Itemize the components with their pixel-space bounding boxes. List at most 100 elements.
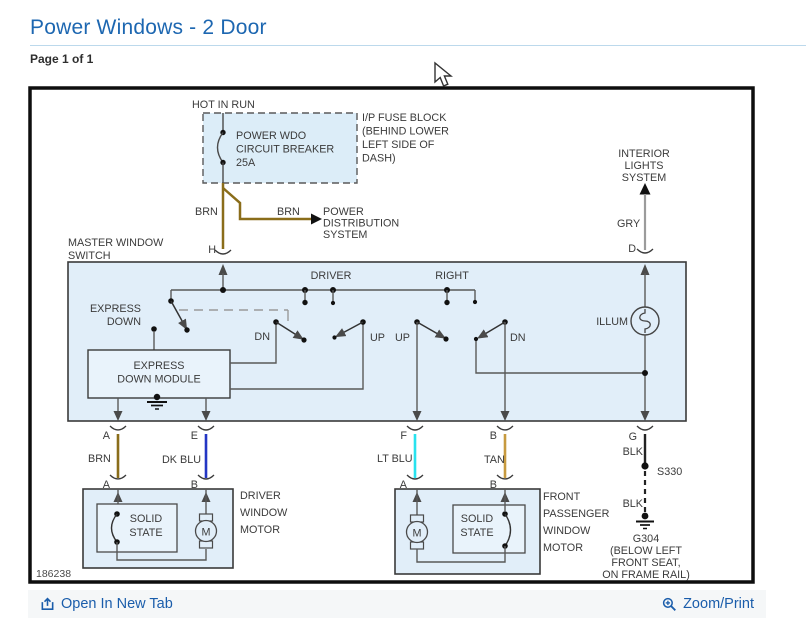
driver-motor-label: DRIVER [240, 490, 281, 502]
pin-a: A [103, 430, 111, 442]
s330-label: S330 [657, 466, 682, 478]
connector-arc-d [636, 248, 654, 254]
page-title: Power Windows - 2 Door [30, 16, 267, 39]
zoom-print-link[interactable]: Zoom/Print [662, 596, 754, 612]
brn-wire-label: BRN [195, 206, 218, 218]
pin-f: F [400, 430, 407, 442]
driver-solid-state-label: SOLID [130, 513, 163, 525]
blk-wire-label2: BLK [623, 498, 644, 510]
interior-lights-branch: INTERIOR LIGHTS SYSTEM GRY D [617, 148, 670, 255]
svg-text:DOWN: DOWN [107, 316, 141, 328]
open-in-new-tab-label: Open In New Tab [61, 596, 173, 612]
open-in-new-tab-link[interactable]: Open In New Tab [40, 596, 173, 612]
driver-up-label: UP [370, 332, 385, 344]
g304-label: G304 [633, 533, 659, 545]
svg-text:ON FRAME RAIL): ON FRAME RAIL) [602, 569, 690, 581]
splice-s330 [641, 462, 649, 470]
circuit-breaker-block: HOT IN RUN POWER WDO CIRCUIT BREAKER 25A… [192, 99, 449, 184]
breaker-symbol [216, 132, 224, 163]
driver-window-motor: SOLID STATE M DRIVER WINDOW MOTOR [82, 488, 288, 569]
svg-text:FRONT SEAT,: FRONT SEAT, [611, 557, 680, 569]
svg-text:PASSENGER: PASSENGER [543, 508, 610, 520]
lt-blu-wire-label: LT BLU [377, 453, 413, 465]
brn-wire-label2: BRN [277, 206, 300, 218]
express-down-module: EXPRESS DOWN MODULE [87, 322, 364, 421]
wiring-diagram-frame: HOT IN RUN POWER WDO CIRCUIT BREAKER 25A… [28, 86, 755, 584]
svg-text:MOTOR: MOTOR [240, 524, 280, 536]
svg-text:(BELOW LEFT: (BELOW LEFT [610, 545, 682, 557]
page-number: Page 1 of 1 [30, 52, 94, 66]
fuse-block-dashed-box [202, 112, 358, 184]
figure-number: 186238 [36, 568, 71, 580]
brn-feed-wire: BRN BRN POWER DISTRIBUTION SYSTEM [195, 183, 399, 249]
svg-text:(BEHIND LOWER: (BEHIND LOWER [362, 126, 449, 138]
zoom-icon [662, 597, 677, 611]
pin-a2: A [103, 479, 111, 491]
driver-motor-symbol [194, 519, 218, 543]
dk-blu-wire-label: DK BLU [162, 454, 201, 466]
illumination-lamp: ILLUM [596, 264, 660, 421]
svg-text:CIRCUIT BREAKER: CIRCUIT BREAKER [236, 144, 334, 156]
svg-text:DISTRIBUTION: DISTRIBUTION [323, 218, 399, 230]
master-switch-label: MASTER WINDOW [68, 237, 164, 249]
pin-d: D [628, 243, 636, 255]
interior-lights-label: INTERIOR [618, 148, 670, 160]
svg-text:DOWN MODULE: DOWN MODULE [117, 374, 200, 386]
ground-path: BLK S330 BLK G304 (BELOW LEFT FRONT SEAT… [602, 434, 690, 581]
connector-arc-h [214, 249, 232, 255]
fuse-block-label: I/P FUSE BLOCK [362, 112, 447, 124]
pin-g: G [629, 431, 637, 443]
module-label: EXPRESS [133, 360, 184, 372]
svg-text:MOTOR: MOTOR [543, 542, 583, 554]
passenger-window-motor: M SOLID STATE FRONT PASSENGER WINDOW MOT… [394, 488, 610, 575]
pin-e: E [191, 430, 198, 442]
pin-b3: B [490, 479, 497, 491]
right-section-label: RIGHT [435, 270, 469, 282]
passenger-solid-state-label: SOLID [461, 513, 494, 525]
brn-motor-wire-label: BRN [88, 453, 111, 465]
svg-text:WINDOW: WINDOW [543, 525, 591, 537]
svg-text:DASH): DASH) [362, 153, 396, 165]
driver-window-switch-section: DRIVER DN UP [254, 270, 385, 344]
svg-text:LEFT SIDE OF: LEFT SIDE OF [362, 139, 435, 151]
svg-text:WINDOW: WINDOW [240, 507, 288, 519]
svg-text:SYSTEM: SYSTEM [323, 229, 367, 241]
svg-text:SYSTEM: SYSTEM [622, 172, 666, 184]
breaker-label: POWER WDO [236, 130, 306, 142]
master-window-switch: MASTER WINDOW SWITCH H EXPRESS DOWN [67, 237, 687, 422]
svg-text:SWITCH: SWITCH [68, 250, 111, 262]
power-distribution-label: POWER [323, 206, 364, 218]
title-underline [30, 45, 806, 46]
open-in-new-tab-icon [41, 597, 54, 610]
passenger-motor-m: M [413, 528, 422, 540]
footer-bar: Open In New Tab Zoom/Print [28, 590, 766, 618]
pin-h: H [208, 244, 216, 256]
switch-output-connectors: A E F B G [103, 425, 654, 443]
wiring-diagram: HOT IN RUN POWER WDO CIRCUIT BREAKER 25A… [28, 86, 755, 584]
driver-dn-label: DN [254, 331, 270, 343]
mouse-cursor [434, 61, 453, 87]
driver-section-label: DRIVER [311, 270, 352, 282]
hot-in-run-label: HOT IN RUN [192, 99, 255, 111]
gry-wire-label: GRY [617, 218, 640, 230]
zoom-print-label: Zoom/Print [683, 596, 754, 612]
svg-text:25A: 25A [236, 157, 256, 169]
pin-a3: A [400, 479, 408, 491]
motor-wires: BRN DK BLU LT BLU TAN A B A B [88, 434, 514, 491]
tan-wire-label: TAN [484, 454, 505, 466]
driver-motor-m: M [202, 527, 211, 539]
power-dist-arrow [311, 213, 322, 225]
right-up-label: UP [395, 332, 410, 344]
pin-b: B [490, 430, 497, 442]
passenger-motor-symbol [405, 520, 429, 544]
g304-ground-symbol [636, 520, 654, 530]
blk-wire-label: BLK [623, 446, 644, 458]
illum-label: ILLUM [596, 316, 628, 328]
passenger-motor-label: FRONT [543, 491, 581, 503]
express-down-label: EXPRESS [90, 303, 141, 315]
pin-b2: B [191, 479, 198, 491]
right-dn-label: DN [510, 332, 526, 344]
right-window-switch-section: RIGHT UP DN [395, 270, 645, 421]
svg-text:LIGHTS: LIGHTS [625, 160, 664, 172]
module-ground-symbol [147, 401, 167, 410]
